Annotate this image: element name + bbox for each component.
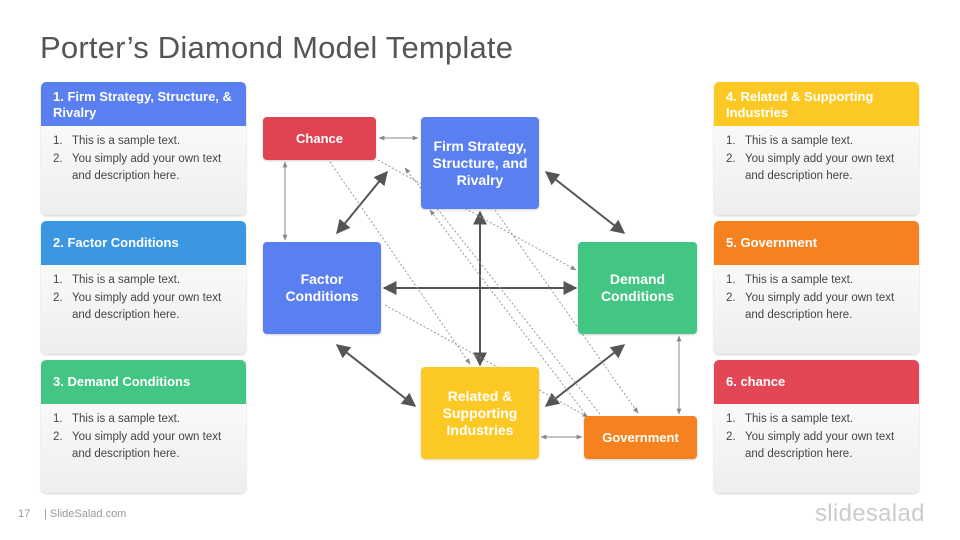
arrow-chance-demand [377,159,577,271]
slide-title: Porter’s Diamond Model Template [40,30,514,65]
card-header: 6. chance [714,360,919,404]
card-header: 1. Firm Strategy, Structure, & Rivalry [41,82,246,126]
slidesalad-logo: slidesalad [815,500,925,527]
arrow-chance-related [329,161,471,365]
card-header: 5. Government [714,221,919,265]
list-item: 1.This is a sample text. [53,135,181,147]
node-related-supporting: Related & Supporting Industries [421,367,539,459]
card-government: 5. Government 1.This is a sample text. 2… [714,221,919,354]
node-chance: Chance [263,117,376,160]
card-demand-conditions: 3. Demand Conditions 1.This is a sample … [41,360,246,493]
arrow-firm-government [494,209,639,414]
list-item: 2.You simply add your own text and descr… [53,291,222,322]
arrow-government-firm [404,167,601,415]
card-list: 1.This is a sample text. 2.You simply ad… [714,404,919,464]
card-header: 3. Demand Conditions [41,360,246,404]
list-item: 2.You simply add your own text and descr… [53,152,222,183]
list-item: 2.You simply add your own text and descr… [726,291,895,322]
card-title: 6. chance [726,374,786,389]
arrow-demand-related [544,344,626,407]
card-chance: 6. chance 1.This is a sample text. 2.You… [714,360,919,493]
arrow-government-factor [429,209,591,421]
arrow-firm-demand [544,171,626,234]
list-item: 1.This is a sample text. [726,274,854,286]
card-header: 4. Related & Supporting Industries [714,82,919,126]
node-government: Government [584,416,697,459]
arrow-factor-government [384,304,589,418]
list-item: 2.You simply add your own text and descr… [53,430,222,461]
footer-brand: | SlideSalad.com [44,508,127,520]
card-title: 1. Firm Strategy, Structure, & Rivalry [53,89,232,120]
list-item: 1.This is a sample text. [53,274,181,286]
card-list: 1.This is a sample text. 2.You simply ad… [714,126,919,186]
card-list: 1.This is a sample text. 2.You simply ad… [41,404,246,464]
list-item: 1.This is a sample text. [726,135,854,147]
card-title: 2. Factor Conditions [53,235,179,250]
arrow-firm-factor [336,170,388,235]
card-title: 5. Government [726,235,818,250]
card-firm-strategy: 1. Firm Strategy, Structure, & Rivalry 1… [41,82,246,215]
card-title: 3. Demand Conditions [53,374,191,389]
node-firm-strategy: Firm Strategy, Structure, and Rivalry [421,117,539,209]
card-related-supporting: 4. Related & Supporting Industries 1.Thi… [714,82,919,215]
card-factor-conditions: 2. Factor Conditions 1.This is a sample … [41,221,246,354]
node-factor-conditions: Factor Conditions [263,242,381,334]
card-list: 1.This is a sample text. 2.You simply ad… [41,126,246,186]
list-item: 2.You simply add your own text and descr… [726,430,895,461]
arrow-factor-related [335,344,417,407]
card-list: 1.This is a sample text. 2.You simply ad… [714,265,919,325]
list-item: 1.This is a sample text. [726,413,854,425]
list-item: 2.You simply add your own text and descr… [726,152,895,183]
list-item: 1.This is a sample text. [53,413,181,425]
card-header: 2. Factor Conditions [41,221,246,265]
card-list: 1.This is a sample text. 2.You simply ad… [41,265,246,325]
page-number: 17 [18,508,31,520]
node-demand-conditions: Demand Conditions [578,242,697,334]
card-title: 4. Related & Supporting Industries [726,89,874,120]
